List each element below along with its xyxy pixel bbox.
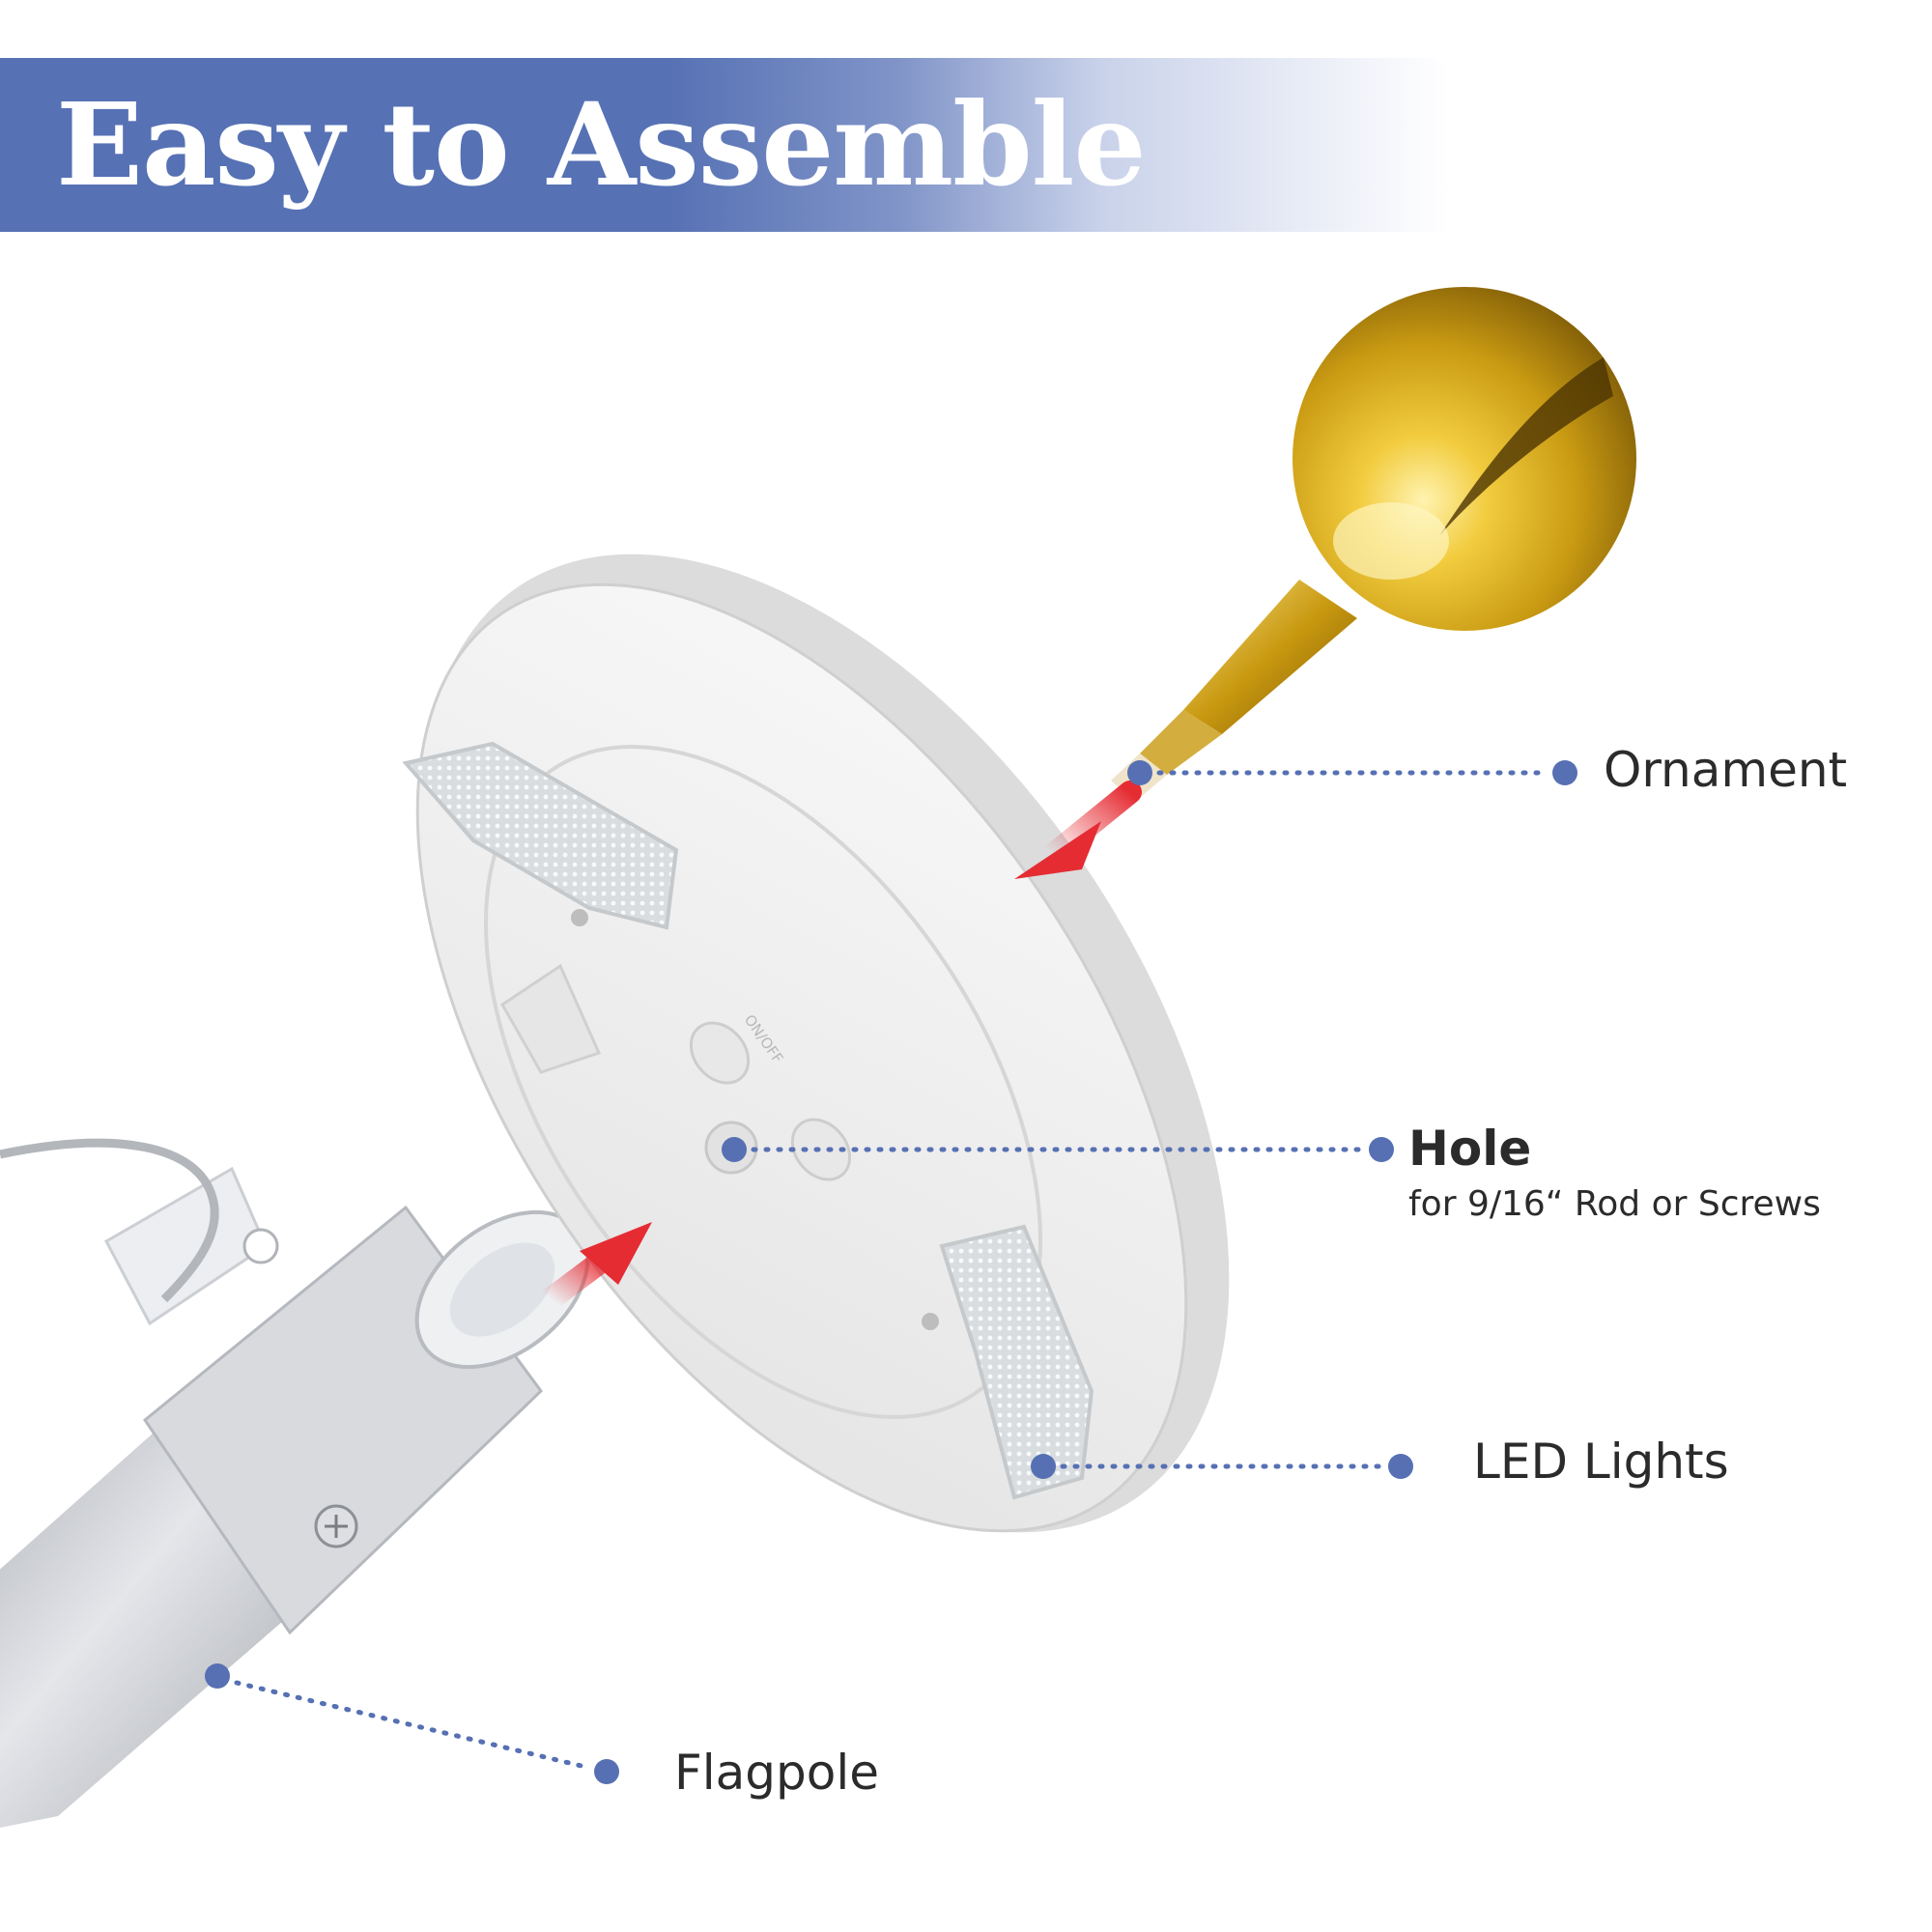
direction-arrows (539, 781, 1142, 1311)
ornament-ball (1293, 287, 1636, 631)
ornament-stem (1183, 580, 1357, 734)
hole-dot-end (1369, 1137, 1394, 1162)
ornament-dot-start (1127, 760, 1152, 785)
arrow-ornament-head (1014, 821, 1101, 879)
header-banner (0, 58, 1449, 232)
carabiner (0, 1138, 219, 1303)
clip-hole (242, 1228, 279, 1264)
pole-cap-inner (449, 1242, 555, 1337)
led-dot-end (1388, 1454, 1413, 1479)
pole-clip (103, 1166, 268, 1326)
pole-screw-slot (325, 1515, 348, 1538)
disc-screw-1 (571, 909, 588, 926)
arrow-pole-head (580, 1222, 652, 1285)
ornament-seam (1439, 357, 1613, 536)
ornament-dot-end (1552, 760, 1577, 785)
flagpole-dot-end (594, 1759, 619, 1784)
flagpole-illustration (0, 1138, 590, 1828)
gold-ornament (1111, 287, 1636, 802)
led-panel-side (500, 963, 602, 1074)
arrow-ornament-shaft (1041, 781, 1142, 867)
led-panel-bottom (939, 1224, 1094, 1500)
disc-screw-2 (922, 1313, 939, 1330)
hole-dot-start (722, 1137, 747, 1162)
power-button (689, 1021, 751, 1085)
mode-button (790, 1118, 852, 1181)
flagpole-label: Flagpole (674, 1745, 880, 1801)
banner-title: Easy to Assemble (56, 77, 1147, 212)
led-dot-start (1031, 1454, 1056, 1479)
callout-leaders (205, 760, 1577, 1784)
ornament-highlight (1333, 502, 1449, 580)
ornament-thread (1140, 710, 1222, 775)
led-label: LED Lights (1473, 1434, 1729, 1490)
flagpole-dot-start (205, 1663, 230, 1689)
disc-inner-ring (484, 745, 1042, 1419)
led-panel-top (402, 741, 679, 930)
solar-disc-light: ON/OFF (402, 554, 1230, 1533)
flagpole-leader (234, 1680, 592, 1771)
hole-label: Hole (1408, 1121, 1532, 1177)
hole-sublabel: for 9/16“ Rod or Screws (1408, 1184, 1821, 1224)
ornament-label: Ornament (1604, 742, 1848, 798)
